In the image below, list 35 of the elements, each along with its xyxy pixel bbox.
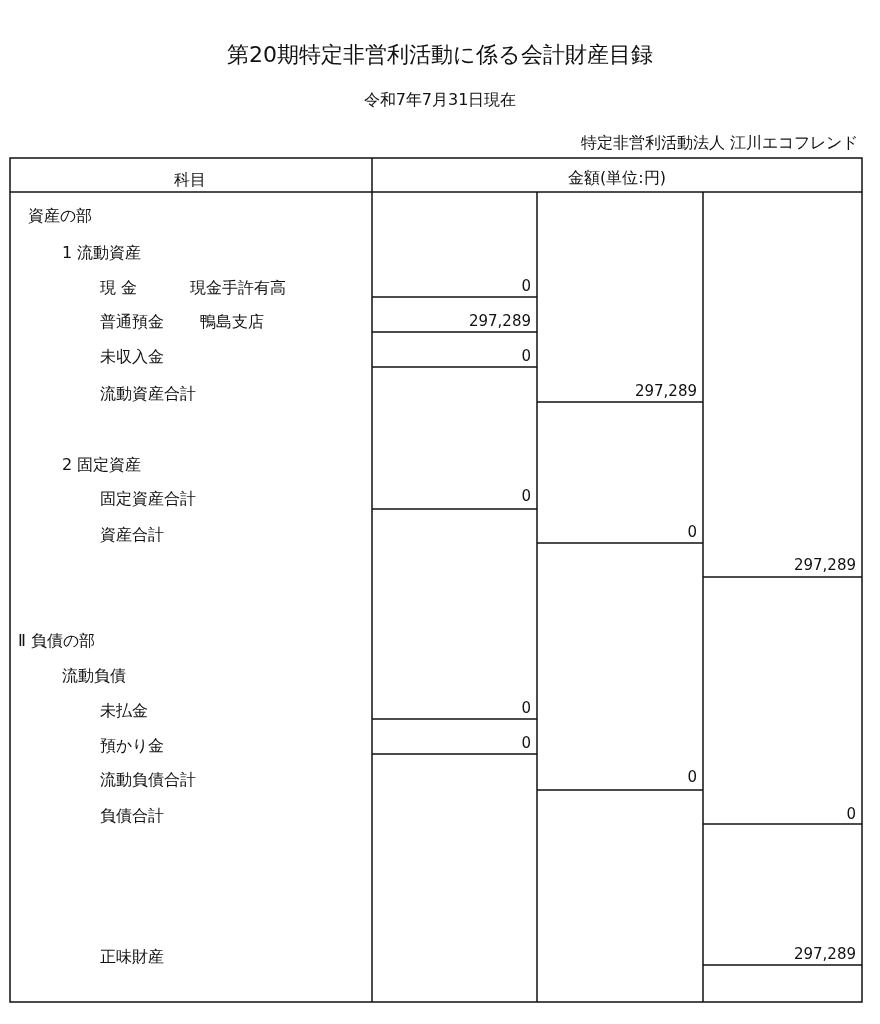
account-name: 預かり金 xyxy=(100,736,164,756)
amount-value: 297,289 xyxy=(467,311,531,331)
account-name: 現 金 xyxy=(100,278,138,298)
organization-name: 特定非営利活動法人 江川エコフレンド xyxy=(580,133,858,153)
account-name: 未払金 xyxy=(100,701,148,721)
account-name: 普通預金 xyxy=(100,312,164,332)
amount-value: 0 xyxy=(520,486,531,506)
account-name: 資産合計 xyxy=(100,525,164,545)
amount-value: 0 xyxy=(686,767,697,787)
account-name: 流動負債合計 xyxy=(100,770,196,790)
column-header: 金額(単位:円) xyxy=(567,168,667,188)
account-name: 正味財産 xyxy=(100,947,164,967)
amount-value: 0 xyxy=(520,733,531,753)
section-heading: 資産の部 xyxy=(28,206,92,226)
amount-value: 297,289 xyxy=(633,381,697,401)
amount-value: 0 xyxy=(845,804,856,824)
document-title: 第20期特定非営利活動に係る会計財産目録 xyxy=(226,41,654,69)
account-name: 固定資産合計 xyxy=(100,489,196,509)
date-text: 令和7年7月31日現在 xyxy=(362,90,518,110)
account-name: 負債合計 xyxy=(100,806,164,826)
category-heading: 1 流動資産 xyxy=(62,243,142,263)
amount-value: 297,289 xyxy=(792,944,856,964)
column-header: 科目 xyxy=(173,170,207,190)
category-heading: 2 固定資産 xyxy=(62,455,142,475)
account-name: 流動資産合計 xyxy=(100,384,196,404)
category-heading: 流動負債 xyxy=(62,666,126,686)
account-name: 未収入金 xyxy=(100,347,164,367)
section-heading: Ⅱ 負債の部 xyxy=(18,631,95,651)
amount-value: 0 xyxy=(520,276,531,296)
account-name: 現金手許有高 xyxy=(190,278,286,298)
amount-value: 0 xyxy=(686,522,697,542)
amount-value: 0 xyxy=(520,698,531,718)
amount-value: 0 xyxy=(520,346,531,366)
account-name: 鴨島支店 xyxy=(200,312,264,332)
amount-value: 297,289 xyxy=(792,555,856,575)
